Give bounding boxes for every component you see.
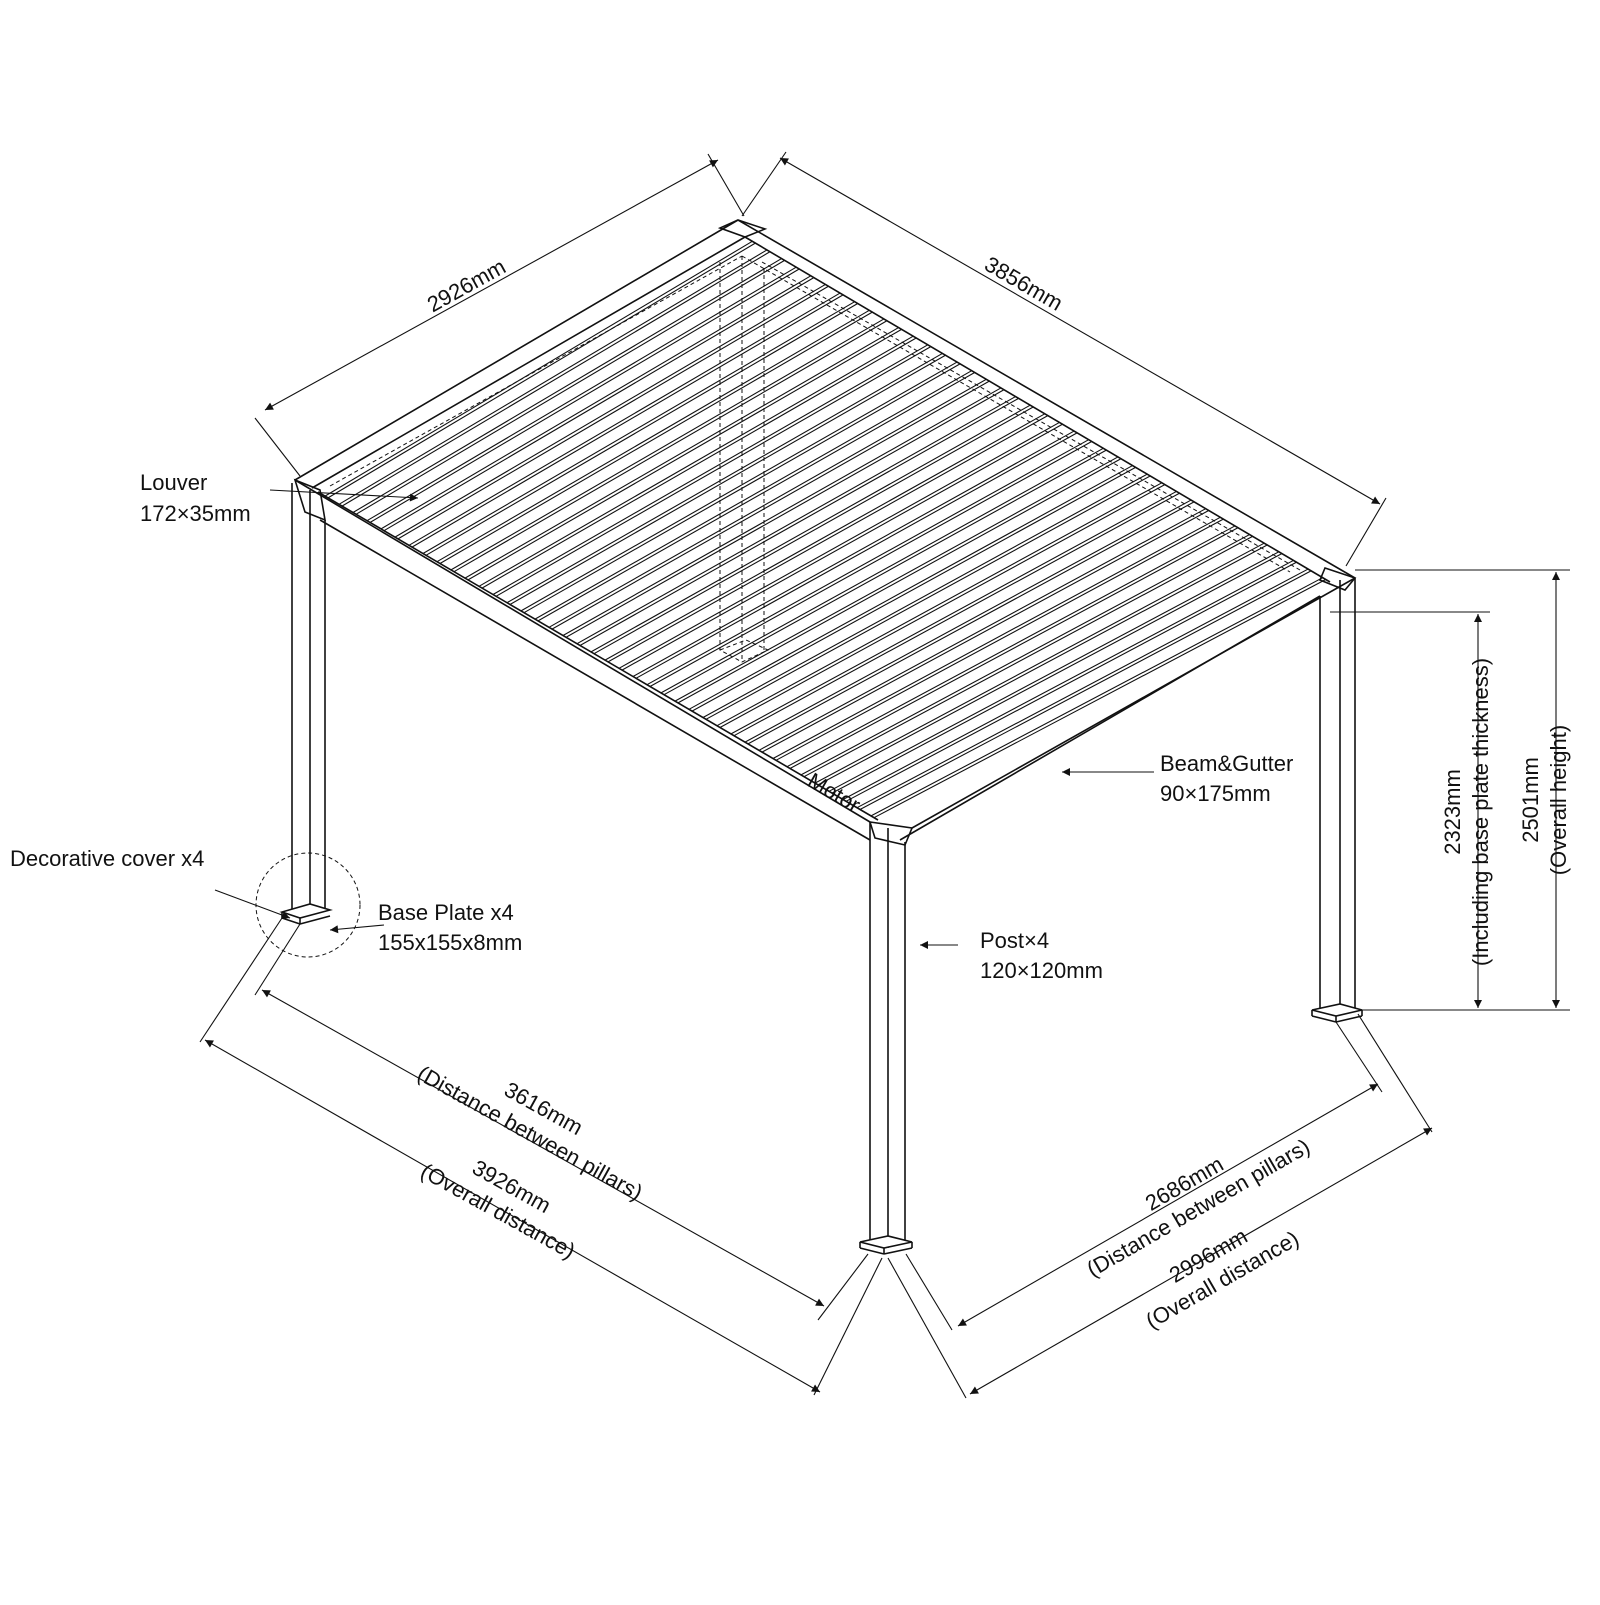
dim-left-bottom xyxy=(199,917,883,1396)
dim-height-outer-group: 2501mm (Overall height) xyxy=(1518,725,1571,875)
frame-front-edge xyxy=(294,479,871,823)
louver-slat xyxy=(761,510,1209,753)
louver-slat xyxy=(814,542,1265,784)
decorative-cover-label: Decorative cover x4 xyxy=(10,846,204,871)
base-plate-label: Base Plate x4 xyxy=(378,900,514,925)
base-plate-left xyxy=(279,903,333,919)
frame-back-edge xyxy=(737,219,1356,579)
louver-slat xyxy=(327,242,756,499)
louver-slat xyxy=(341,251,771,507)
dim-height-inner-note: (Including base plate thickness) xyxy=(1468,658,1493,966)
dim-height-inner-text: 2323mm xyxy=(1440,769,1465,855)
beam-size-label: 90×175mm xyxy=(1160,781,1271,806)
beam-top-edge xyxy=(317,491,879,821)
louver-slat xyxy=(705,475,1151,720)
post-size-label: 120×120mm xyxy=(980,958,1103,983)
louver-slat xyxy=(845,561,1297,802)
leaders xyxy=(214,489,1154,949)
louver-slat xyxy=(688,465,1133,710)
dim-top-left-text: 2926mm xyxy=(423,254,510,317)
louver-slat xyxy=(772,516,1221,759)
dim-height-inner-group: 2323mm (Including base plate thickness) xyxy=(1440,658,1493,966)
corner-cap-right xyxy=(1318,567,1357,591)
dim-heights xyxy=(1330,569,1570,1011)
louver-slat xyxy=(800,534,1250,776)
frame-right-edge xyxy=(911,577,1356,829)
louver-slat xyxy=(747,501,1195,745)
motor-hidden-lines xyxy=(329,255,1301,663)
frame-left-edge xyxy=(294,219,739,481)
post-front xyxy=(859,822,913,1255)
corner-cap-front xyxy=(868,821,914,846)
louver-slat xyxy=(817,544,1268,786)
louver-slat xyxy=(803,535,1253,778)
beam-bottom-edge xyxy=(319,519,871,841)
louver-slat xyxy=(411,294,844,548)
louver-slat xyxy=(831,553,1283,794)
louver-slat xyxy=(870,577,1323,817)
louver-slat xyxy=(691,466,1136,712)
louver-size-label: 172×35mm xyxy=(140,501,251,526)
louver-slat xyxy=(775,518,1224,761)
louver-slat xyxy=(408,292,841,546)
louver-slat xyxy=(873,579,1326,819)
dim-right-bottom xyxy=(887,1013,1433,1399)
louver-label: Louver xyxy=(140,470,207,495)
louver-slat xyxy=(744,499,1192,743)
louver-slat xyxy=(394,283,826,538)
frame-left-inner xyxy=(311,236,746,489)
louver-slat xyxy=(789,527,1239,769)
dim-top-left xyxy=(254,153,745,477)
post-label: Post×4 xyxy=(980,928,1049,953)
louver-slat xyxy=(702,473,1148,718)
louver-slat xyxy=(786,525,1236,768)
louver-slat xyxy=(716,482,1163,727)
base-plate-size-label: 155x155x8mm xyxy=(378,930,522,955)
motor-label: Motor xyxy=(804,768,865,818)
post-left xyxy=(279,483,333,925)
beam-label: Beam&Gutter xyxy=(1160,751,1293,776)
louver-slats xyxy=(324,240,1326,819)
louver-slat xyxy=(828,551,1280,792)
louver-slat xyxy=(730,490,1177,735)
louver-slat xyxy=(856,568,1309,809)
louver-slat xyxy=(719,484,1166,728)
frame-right-lower xyxy=(899,595,1321,841)
post-right xyxy=(1311,578,1363,1023)
dim-top-right-text: 3856mm xyxy=(980,251,1067,315)
dim-top-right xyxy=(741,151,1387,567)
louver-slat xyxy=(397,285,829,540)
louver-slat xyxy=(733,492,1180,737)
louver-slat xyxy=(859,570,1312,810)
dim-height-outer-text: 2501mm xyxy=(1518,757,1543,843)
louver-slat xyxy=(383,277,815,532)
dim-height-outer-note: (Overall height) xyxy=(1546,725,1571,875)
louver-slat xyxy=(758,508,1206,751)
louver-slat xyxy=(842,559,1294,800)
